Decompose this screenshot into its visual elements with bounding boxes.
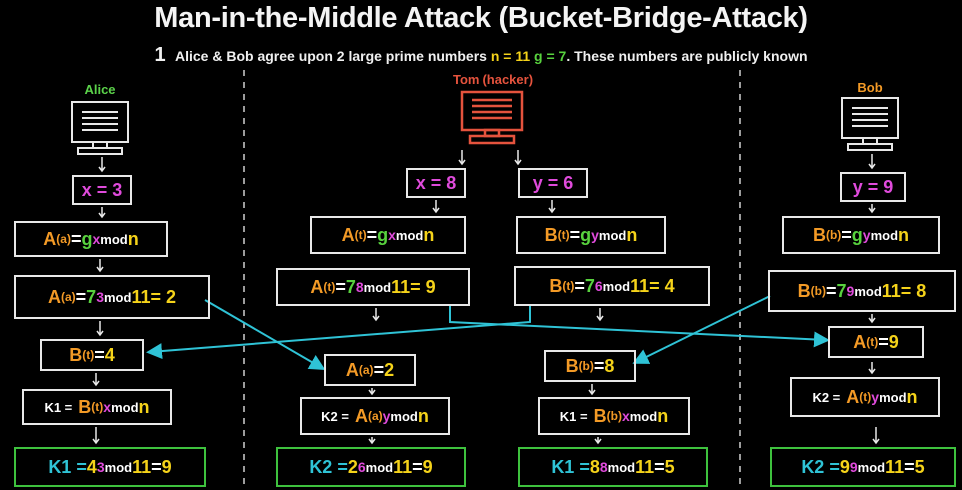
computer-icon xyxy=(460,90,524,145)
down-arrow-icon xyxy=(432,200,440,214)
down-arrow-icon xyxy=(594,437,602,445)
alice-key-formula-box: K1 = B(t)x mod n xyxy=(22,389,172,425)
tom-secret-x: x = 8 xyxy=(415,173,457,193)
bob-received-box: A(t) = 9 xyxy=(828,326,924,358)
cross-arrow-bob-to-tom xyxy=(632,295,771,364)
note-tail: . These numbers are publicly known xyxy=(566,48,808,64)
down-arrow-icon xyxy=(868,362,876,375)
note-g: g = 7 xyxy=(534,48,567,64)
alice-secret-box: x = 3 xyxy=(72,175,132,205)
down-arrow-icon xyxy=(368,437,376,445)
tom-label: Tom(hacker) xyxy=(428,72,558,87)
tom-name: Tom xyxy=(452,72,480,87)
down-arrow-icon xyxy=(514,150,522,166)
down-arrow-icon xyxy=(868,154,876,170)
tom-role: (hacker) xyxy=(482,72,534,87)
down-arrow-icon xyxy=(868,314,876,324)
down-arrow-icon xyxy=(458,150,466,166)
down-arrow-icon xyxy=(96,321,104,337)
down-arrow-icon xyxy=(98,207,106,219)
alice-label: Alice xyxy=(84,82,116,97)
down-arrow-icon xyxy=(372,308,380,322)
bob-key-formula-box: K2 = A(t)y mod n xyxy=(790,377,940,417)
down-arrow-icon xyxy=(98,157,106,173)
note-n: n = 11 xyxy=(490,48,531,64)
computer-icon xyxy=(71,101,129,155)
tom-secret-x-box: x = 8 xyxy=(406,168,466,198)
down-arrow-icon xyxy=(92,427,100,445)
cross-arrow-tom-to-alice xyxy=(146,306,531,360)
tom-received-a-box: A(a) = 2 xyxy=(324,354,416,386)
down-arrow-icon xyxy=(872,427,880,445)
tom-key1-formula-box: K1 = B(b)x mod n xyxy=(538,397,690,435)
tom-key2-formula-box: K2 = A(a)y mod n xyxy=(300,397,450,435)
bob-secret: y = 9 xyxy=(852,177,894,197)
down-arrow-icon xyxy=(596,308,604,322)
bob-label: Bob xyxy=(857,80,883,95)
down-arrow-icon xyxy=(96,259,104,273)
alice-secret: x = 3 xyxy=(81,180,123,200)
down-arrow-icon xyxy=(92,150,880,445)
down-arrow-icon xyxy=(92,373,100,387)
tom-received-b-box: B(b) = 8 xyxy=(544,350,636,382)
down-arrow-icon xyxy=(868,204,876,214)
intro-note: 1 Alice & Bob agree upon 2 large prime n… xyxy=(0,44,962,67)
down-arrow-icon xyxy=(588,384,596,396)
tom-secret-y: y = 6 xyxy=(532,173,574,193)
down-arrow-icon xyxy=(368,388,376,396)
step-number: 1 xyxy=(154,44,166,66)
page-title: Man-in-the-Middle Attack (Bucket-Bridge-… xyxy=(154,2,808,34)
computer-icon xyxy=(841,97,899,151)
down-arrow-icon xyxy=(548,200,556,214)
cross-arrow-alice-to-tom xyxy=(204,299,326,371)
cross-arrow-tom-to-bob xyxy=(449,306,830,348)
note-text: Alice & Bob agree upon 2 large prime num… xyxy=(174,48,487,64)
tom-secret-y-box: y = 6 xyxy=(518,168,588,198)
alice-received-box: B(t) = 4 xyxy=(40,339,144,371)
bob-secret-box: y = 9 xyxy=(840,172,906,202)
